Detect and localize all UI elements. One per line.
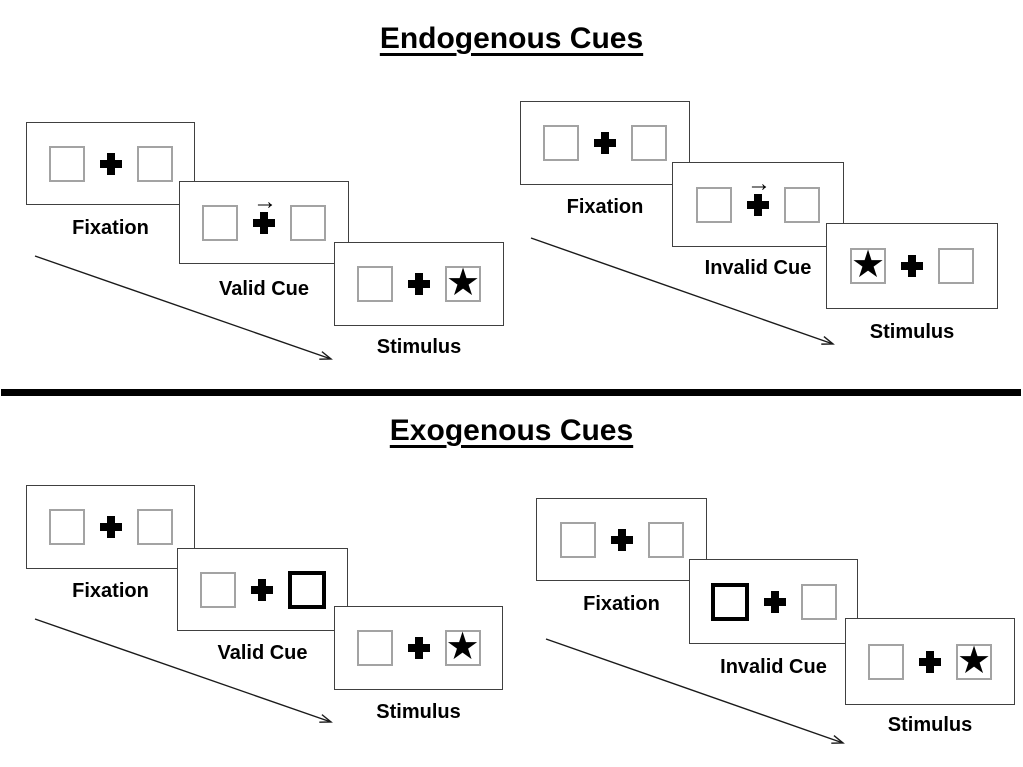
panel-label-stimulus: Stimulus <box>376 336 462 358</box>
star-stimulus-icon: ★ <box>956 639 992 682</box>
timeline-arrow-exogenous-valid <box>34 618 331 722</box>
fixation-cross-icon <box>901 255 923 277</box>
valid-cue-screen <box>177 548 348 631</box>
panel-label-fixation: Fixation <box>72 217 149 239</box>
invalid-cue-screen <box>689 559 858 644</box>
fixation-screen <box>520 101 690 185</box>
panel-label-invalid-cue: Invalid Cue <box>720 656 827 678</box>
left-placeholder-box <box>356 630 393 666</box>
right-placeholder-box <box>290 204 326 241</box>
fixation-screen <box>26 485 195 569</box>
fixation-cross-icon <box>594 132 616 154</box>
invalid-cue-screen: → <box>672 162 844 247</box>
left-placeholder-box <box>543 125 579 161</box>
left-placeholder-box <box>199 571 236 608</box>
left-placeholder-box <box>559 521 596 558</box>
fixation-cross-icon <box>919 650 941 673</box>
fixation-cross-icon <box>253 211 275 234</box>
right-placeholder-box <box>800 583 837 620</box>
panel-label-fixation: Fixation <box>72 580 149 602</box>
left-placeholder-box <box>202 204 238 241</box>
fixation-screen <box>26 122 195 205</box>
star-stimulus-icon: ★ <box>445 262 481 304</box>
panel-label-fixation: Fixation <box>583 593 660 615</box>
stimulus-screen: ★ <box>334 242 504 326</box>
panel-label-stimulus: Stimulus <box>869 321 955 343</box>
fixation-cross-icon <box>763 590 786 613</box>
fixation-cross-icon <box>747 193 769 216</box>
stimulus-screen: ★ <box>826 223 998 309</box>
valid-cue-screen: → <box>179 181 349 264</box>
right-cued-box <box>287 570 326 609</box>
star-stimulus-icon: ★ <box>850 244 886 286</box>
section-title-exogenous: Exogenous Cues <box>389 414 634 447</box>
right-placeholder-box <box>136 509 173 545</box>
cue-arrow-right-icon: → <box>747 169 771 197</box>
panel-label-invalid-cue: Invalid Cue <box>704 257 812 279</box>
star-stimulus-icon: ★ <box>445 626 480 668</box>
left-cued-box <box>710 582 749 621</box>
panel-label-fixation: Fixation <box>566 196 644 218</box>
panel-label-valid-cue: Valid Cue <box>217 642 308 664</box>
right-target-box: ★ <box>956 639 992 682</box>
right-target-box: ★ <box>444 626 481 668</box>
stimulus-screen: ★ <box>334 606 503 690</box>
fixation-screen <box>536 498 707 581</box>
left-placeholder-box <box>696 186 732 223</box>
panel-label-stimulus: Stimulus <box>376 701 461 723</box>
right-placeholder-box <box>631 125 667 161</box>
timeline-arrow-endogenous-valid <box>34 255 331 359</box>
timeline-arrow-endogenous-invalid <box>530 237 833 344</box>
panel-label-stimulus: Stimulus <box>887 714 973 736</box>
left-placeholder-box <box>357 266 393 302</box>
right-placeholder-box <box>784 186 820 223</box>
stimulus-screen: ★ <box>845 618 1015 705</box>
timeline-arrow-exogenous-invalid <box>545 638 843 743</box>
left-placeholder-box <box>868 643 904 680</box>
fixation-cross-icon <box>408 273 430 295</box>
right-target-box: ★ <box>445 262 481 304</box>
fixation-cross-icon <box>99 152 122 175</box>
fixation-cross-icon <box>407 637 430 659</box>
right-placeholder-box <box>938 248 974 284</box>
fixation-cross-icon <box>99 516 122 538</box>
fixation-cross-icon <box>610 528 633 551</box>
right-placeholder-box <box>647 521 684 558</box>
cue-arrow-right-icon: → <box>253 187 277 215</box>
fixation-cross-icon <box>250 578 273 601</box>
left-placeholder-box <box>48 509 85 545</box>
left-target-box: ★ <box>850 244 886 286</box>
left-placeholder-box <box>48 145 85 182</box>
section-divider <box>1 389 1021 396</box>
panel-label-valid-cue: Valid Cue <box>218 278 310 300</box>
right-placeholder-box <box>136 145 173 182</box>
section-title-endogenous: Endogenous Cues <box>379 22 644 55</box>
